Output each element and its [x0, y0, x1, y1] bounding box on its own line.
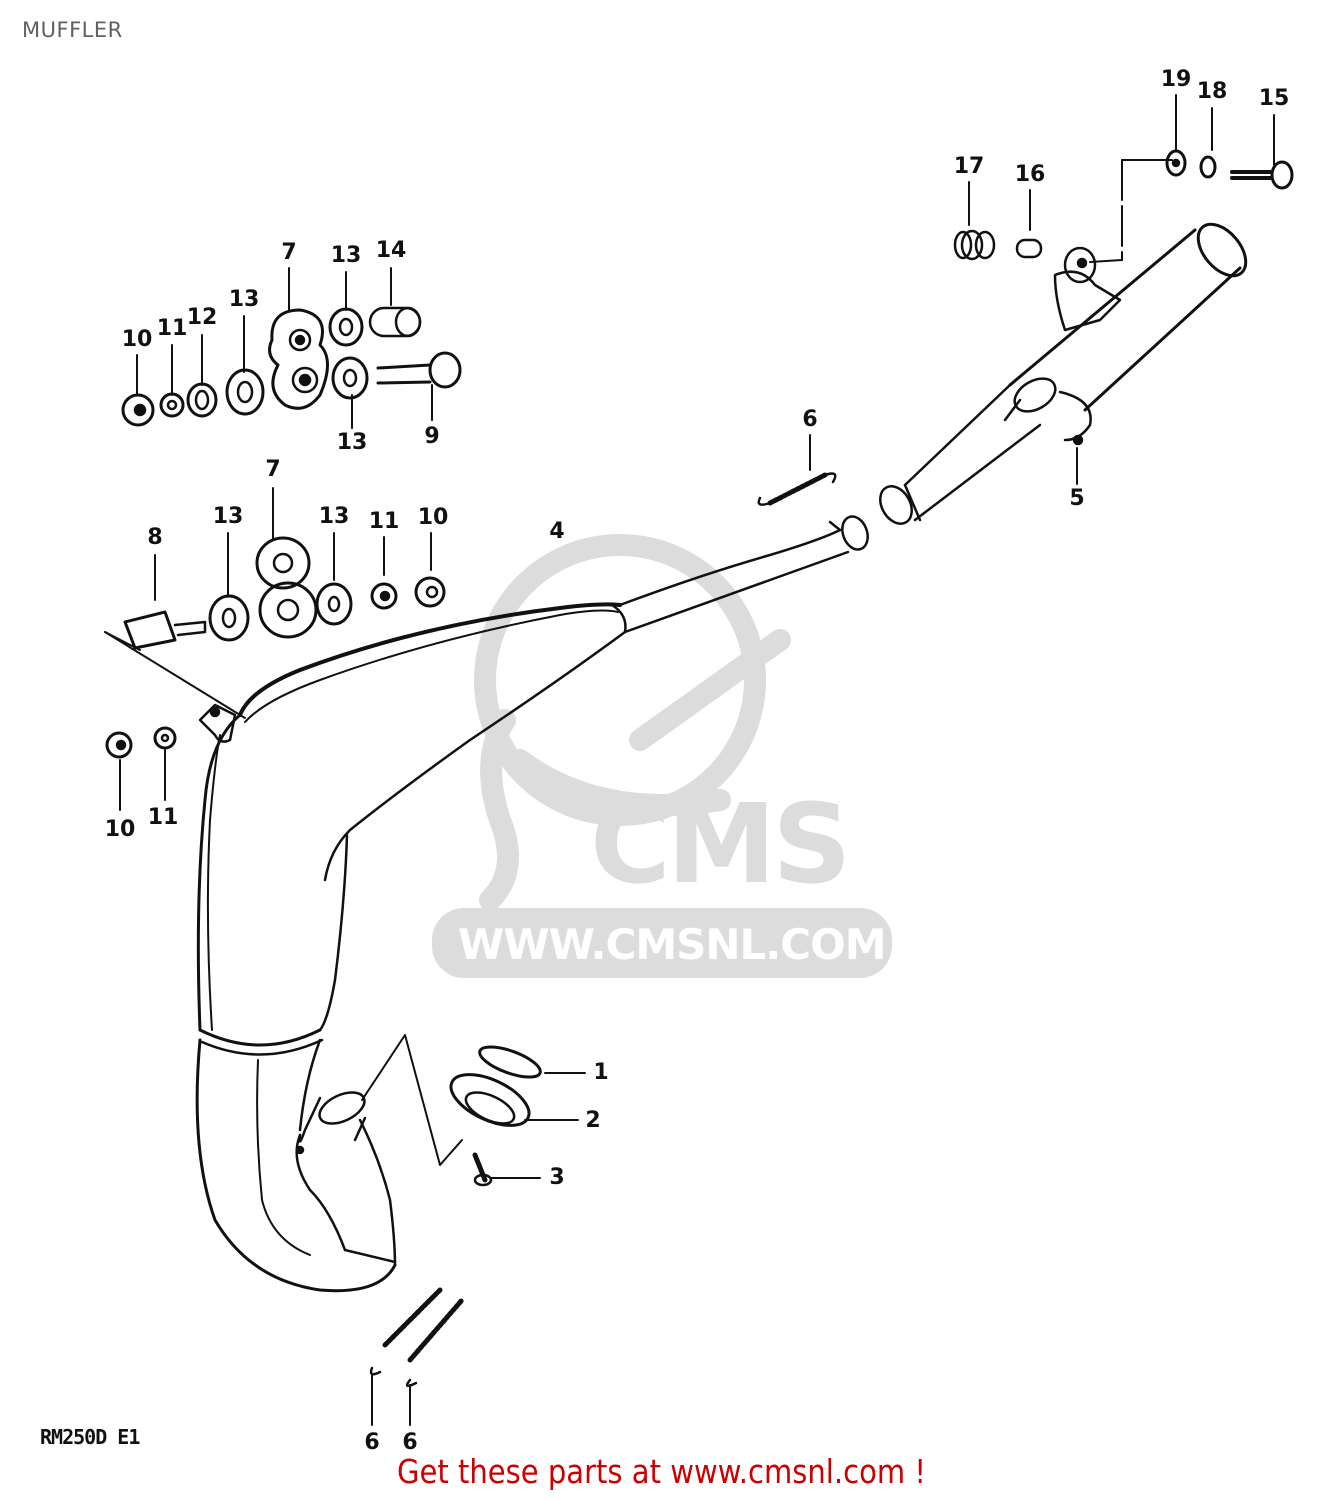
callout-6[interactable]: 6: [802, 407, 818, 432]
upper-damper-assembly: [121, 267, 462, 429]
callout-9[interactable]: 9: [424, 424, 440, 449]
watermark-url-text: WWW.CMSNL.COM: [458, 920, 887, 969]
cms-watermark: [474, 534, 791, 911]
callout-12[interactable]: 12: [186, 305, 218, 330]
callout-13[interactable]: 13: [318, 504, 350, 529]
silencer-icon: [879, 222, 1248, 525]
callout-10[interactable]: 10: [104, 817, 136, 842]
callout-5[interactable]: 5: [1069, 486, 1085, 511]
callout-6[interactable]: 6: [364, 1430, 380, 1455]
page-title: MUFFLER: [22, 18, 123, 42]
flange-assembly: [361, 1034, 586, 1187]
callout-16[interactable]: 16: [1014, 162, 1046, 187]
callout-1[interactable]: 1: [593, 1060, 609, 1085]
top-right-leaders: [968, 94, 1275, 485]
callout-2[interactable]: 2: [585, 1108, 601, 1133]
callout-10[interactable]: 10: [417, 505, 449, 530]
watermark-logo-text: CMS: [590, 780, 851, 908]
callout-11[interactable]: 11: [156, 316, 188, 341]
watermark-banner: [432, 908, 892, 978]
middle-damper-assembly: [104, 487, 446, 719]
callout-10[interactable]: 10: [121, 327, 153, 352]
callout-3[interactable]: 3: [549, 1165, 565, 1190]
callout-7[interactable]: 7: [281, 240, 297, 265]
lower-left-hardware: [105, 726, 177, 811]
callout-11[interactable]: 11: [147, 805, 179, 830]
callout-13[interactable]: 13: [212, 504, 244, 529]
spring-icon: [757, 434, 837, 506]
pipe-bracket-icon: [198, 703, 237, 743]
muffler-mount-hardware: [953, 149, 1294, 261]
callout-15[interactable]: 15: [1258, 86, 1290, 111]
callout-13[interactable]: 13: [336, 430, 368, 455]
lower-springs: [369, 1287, 465, 1426]
model-code: RM250D E1: [40, 1425, 140, 1449]
callout-13[interactable]: 13: [330, 243, 362, 268]
callout-6[interactable]: 6: [402, 1430, 418, 1455]
callout-8[interactable]: 8: [147, 525, 163, 550]
callout-13[interactable]: 13: [228, 287, 260, 312]
callout-11[interactable]: 11: [368, 509, 400, 534]
callout-14[interactable]: 14: [375, 238, 407, 263]
cta-link[interactable]: Get these parts at www.cmsnl.com !: [396, 1452, 926, 1491]
callout-17[interactable]: 17: [953, 154, 985, 179]
callout-19[interactable]: 19: [1160, 67, 1192, 92]
callout-4[interactable]: 4: [549, 519, 565, 544]
callout-18[interactable]: 18: [1196, 79, 1228, 104]
callout-7[interactable]: 7: [265, 457, 281, 482]
